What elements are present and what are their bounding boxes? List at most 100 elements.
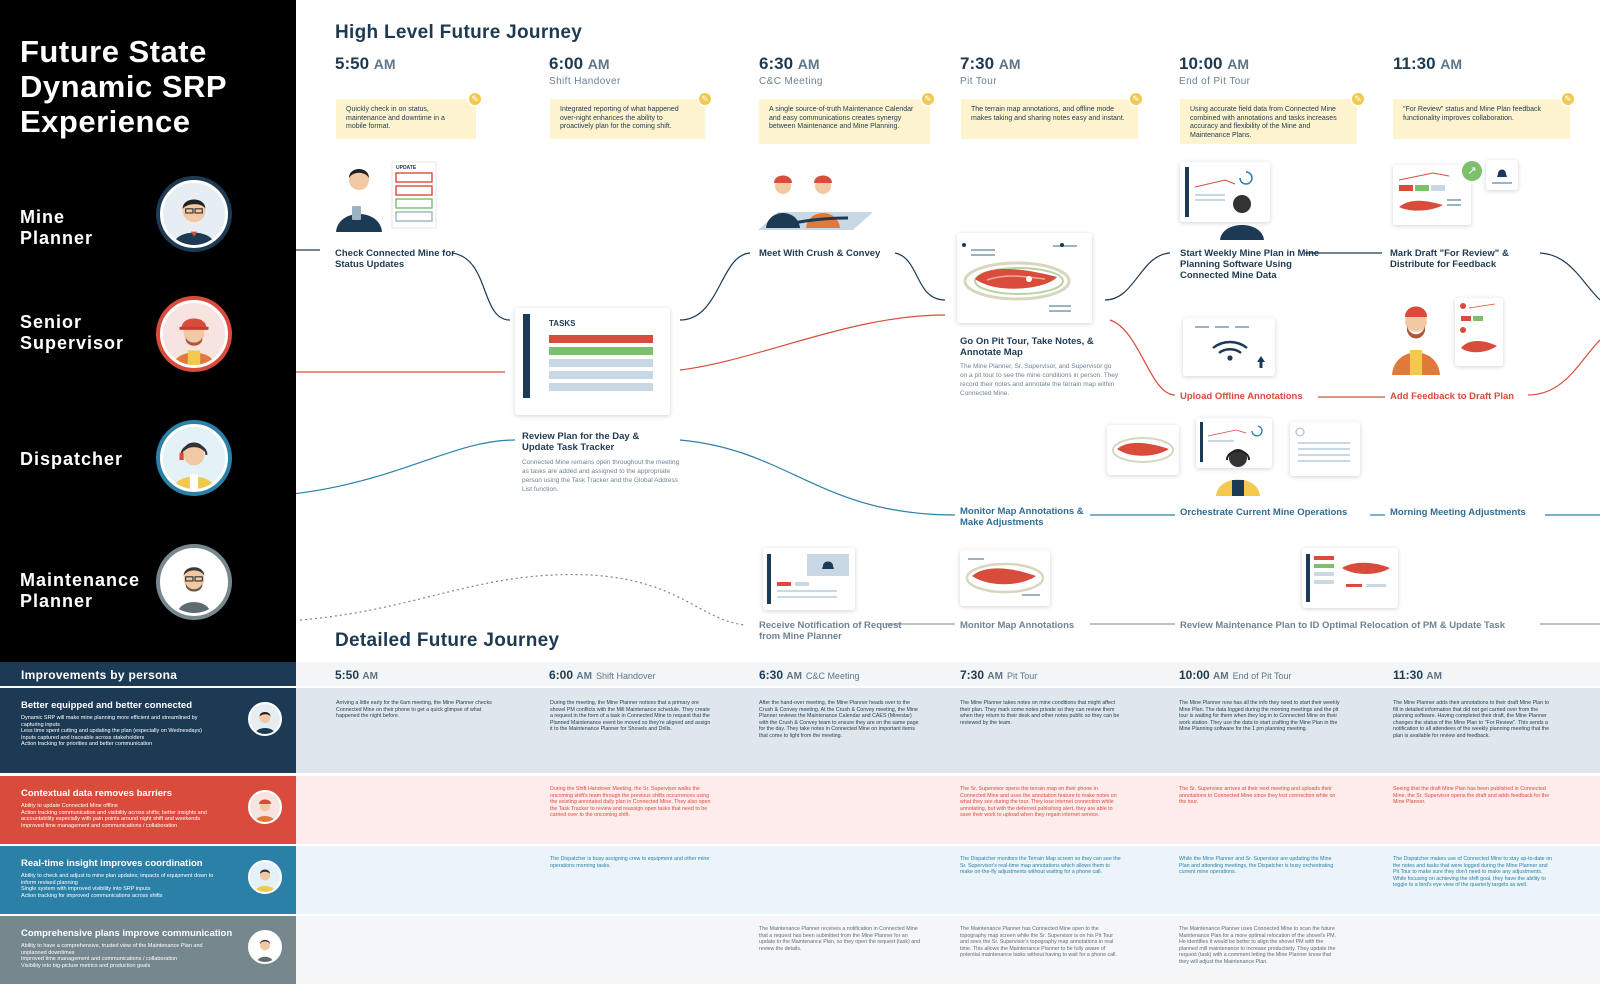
persona-label-dispatcher: Dispatcher (20, 449, 123, 470)
improvement-bullets: Ability to update Connected Mine offline… (21, 803, 221, 829)
time-subtitle: Pit Tour (960, 76, 997, 87)
improvements-by-persona-header: Improvements by persona (0, 662, 296, 686)
detail-cell: The Maintenance Planner has Connected Mi… (960, 926, 1117, 959)
time-label: 11:30 AM (1393, 54, 1462, 74)
improvement-bullet: Inputs captured and traceable across sta… (21, 734, 145, 741)
improvement-bullet: Action tracking for improved communicati… (21, 892, 163, 899)
persona-label-line: Maintenance (20, 570, 141, 590)
time-value: 10:00 (1179, 668, 1210, 682)
step-start-weekly-mine-plan: Start Weekly Mine Plan in Mine Planning … (1180, 248, 1320, 281)
time-value: 5:50 (335, 54, 370, 73)
persona-label-line: Planner (20, 228, 94, 248)
improvement-title: Better equipped and better connected (21, 700, 193, 711)
pin-icon: ✎ (697, 91, 713, 107)
persona-label-line: Mine (20, 207, 66, 227)
insight-note: Using accurate field data from Connected… (1180, 99, 1357, 144)
detail-row-mine-planner: Arriving a little early for the 6am meet… (296, 688, 1600, 773)
supervisor-feedback-illustration (1388, 295, 1448, 375)
detail-time-label: 5:50 AM (335, 668, 378, 682)
detail-cell: The Mine Planner adds their annotations … (1393, 700, 1550, 739)
time-subtitle: Shift Handover (595, 671, 656, 681)
persona-label-line: Planner (20, 591, 94, 611)
dispatcher-avatar-small (248, 860, 282, 894)
persona-label-senior-supervisor: Senior Supervisor (20, 312, 124, 354)
improvement-bullet: Action tracking for priorities and bette… (21, 741, 153, 748)
time-value: 6:00 (549, 668, 574, 682)
persona-sidebar: Future State Dynamic SRP Experience Mine… (0, 0, 296, 662)
maintenance-map-card (960, 550, 1050, 606)
offline-upload-card (1183, 318, 1275, 376)
planner-at-desk-illustration (1212, 188, 1272, 240)
detail-cell: The Dispatcher monitors the Terrain Map … (960, 856, 1121, 876)
draft-plan-card (1393, 165, 1471, 225)
time-ampm: AM (1227, 56, 1249, 72)
time-value: 11:30 (1393, 54, 1436, 73)
step-meet-crush-convey: Meet With Crush & Convey (759, 248, 881, 259)
maintenance-planner-avatar-small (248, 930, 282, 964)
step-pit-tour-description: The Mine Planner, Sr. Supervisor, and Su… (960, 363, 1119, 397)
persona-label-mine-planner: Mine Planner (20, 207, 93, 249)
detailed-timeline-header (296, 662, 1600, 686)
time-value: 10:00 (1179, 54, 1223, 73)
insight-note: A single source-of-truth Maintenance Cal… (759, 99, 930, 144)
improvement-title: Real-time insight improves coordination (21, 858, 203, 869)
detail-cell: The Mine Planner takes notes on mine con… (960, 700, 1120, 726)
time-subtitle: Shift Handover (549, 76, 621, 87)
pin-icon: ✎ (467, 91, 483, 107)
time-label: 6:00 AM (549, 54, 610, 74)
time-subtitle: Pit Tour (1006, 671, 1038, 681)
detail-row-senior-supervisor: During the Shift Handover Meeting, the S… (296, 776, 1600, 844)
draft-feedback-card (1455, 298, 1503, 366)
detail-time-label: 11:30 AM (1393, 668, 1442, 682)
time-value: 6:00 (549, 54, 584, 73)
improvement-bullets: Ability to have a comprehensive, trusted… (21, 943, 221, 969)
time-value: 7:30 (960, 668, 985, 682)
detail-cell: The Maintenance Planner receives a notif… (759, 926, 921, 952)
detail-cell: During the Shift Handover Meeting, the S… (550, 786, 711, 819)
improvement-title: Comprehensive plans improve communicatio… (21, 928, 233, 939)
dispatcher-illustration (1208, 440, 1268, 496)
improvement-bullet: Improved time management and communicati… (21, 822, 178, 829)
dispatcher-avatar (160, 424, 228, 492)
detail-cell: Arriving a little early for the 6am meet… (336, 700, 492, 720)
improvement-bullets: Dynamic SRP will make mine planning more… (21, 715, 221, 748)
time-label: 7:30 AM (960, 54, 1021, 74)
detail-cell: The Sr. Supervisor arrives at their next… (1179, 786, 1336, 806)
time-ampm: AM (797, 56, 820, 72)
page-title: Future State Dynamic SRP Experience (20, 34, 290, 139)
time-ampm: AM (998, 56, 1021, 72)
title-line: Dynamic SRP (20, 69, 228, 104)
step-pit-tour: Go On Pit Tour, Take Notes, & Annotate M… (960, 336, 1094, 358)
detail-cell: The Mine Planner now has all the info th… (1179, 700, 1340, 733)
detail-cell: The Sr. Supervisor opens the terrain map… (960, 786, 1117, 819)
time-subtitle: End of Pit Tour (1232, 671, 1292, 681)
improvement-block-senior-supervisor: Contextual data removes barriers Ability… (0, 776, 296, 844)
persona-label-line: Supervisor (20, 333, 125, 353)
time-label: 6:30 AM (759, 54, 820, 74)
improvement-bullet: Single system with improved visibility i… (21, 886, 151, 893)
step-orchestrate-operations: Orchestrate Current Mine Operations (1180, 507, 1348, 518)
improvement-block-maintenance-planner: Comprehensive plans improve communicatio… (0, 916, 296, 984)
detail-cell: Seeing that the draft Mine Plan has been… (1393, 786, 1550, 806)
improvement-bullet: Less time spent cutting and updating the… (21, 728, 202, 735)
time-subtitle: C&C Meeting (759, 76, 823, 87)
step-monitor-map-annotations: Monitor Map Annotations (960, 620, 1075, 631)
insight-note: "For Review" status and Mine Plan feedba… (1393, 99, 1570, 139)
step-review-maintenance-plan: Review Maintenance Plan to ID Optimal Re… (1180, 620, 1505, 631)
time-value: 5:50 (335, 668, 360, 682)
persona-label-line: Dispatcher (20, 449, 124, 469)
time-ampm: AM (1213, 671, 1229, 682)
detailed-journey-title: Detailed Future Journey (335, 630, 560, 651)
improvement-bullet: Dynamic SRP will make mine planning more… (21, 715, 198, 728)
senior-supervisor-avatar-small (248, 790, 282, 824)
time-ampm: AM (362, 671, 378, 682)
time-value: 6:30 (759, 54, 794, 73)
meeting-illustration (758, 168, 873, 238)
pin-icon: ✎ (1350, 91, 1366, 107)
improvement-title: Contextual data removes barriers (21, 788, 173, 799)
time-ampm: AM (987, 671, 1003, 682)
title-line: Experience (20, 104, 191, 139)
